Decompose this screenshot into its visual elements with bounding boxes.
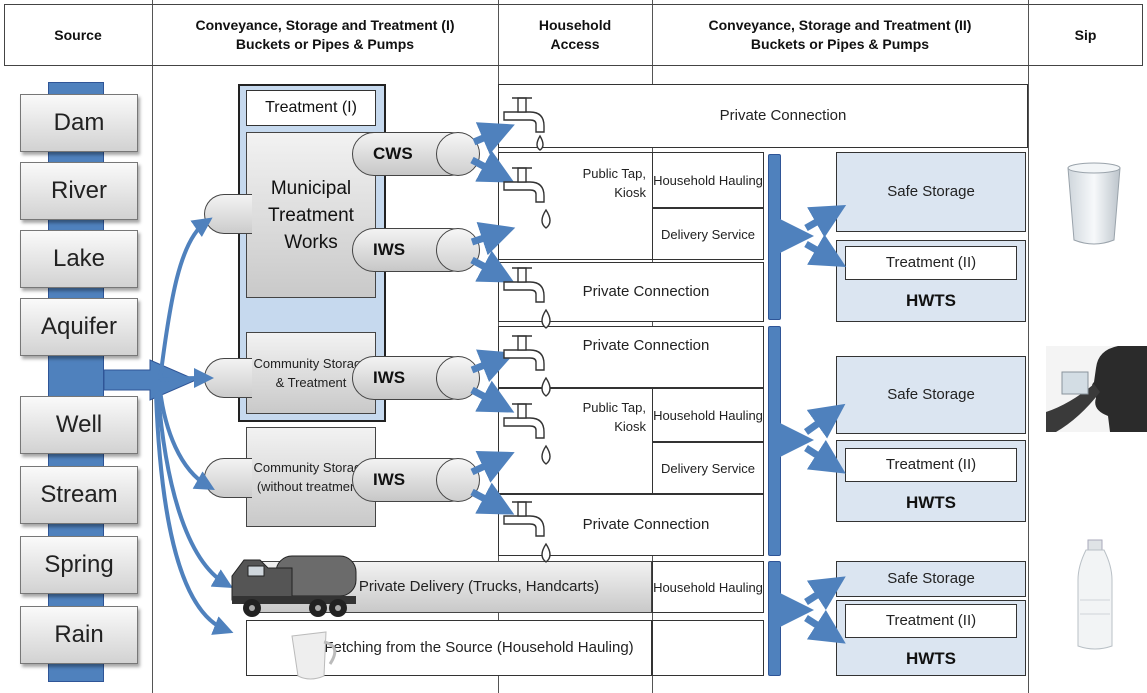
faucet-icon (503, 97, 551, 563)
private-connection-top: Private Connection (498, 84, 1028, 148)
safe-storage: Safe Storage (836, 356, 1026, 434)
column-divider (1028, 0, 1029, 693)
public-tap-label: Public Tap, Kiosk (582, 400, 646, 434)
source-rain: Rain (20, 606, 138, 664)
header-row (4, 4, 1143, 66)
hwts-label: HWTS (905, 291, 957, 310)
cws-pipe-cap (436, 132, 480, 176)
safe-storage: Safe Storage (836, 152, 1026, 232)
person-drinking-icon (1046, 346, 1147, 432)
source-flow-arrows (154, 217, 234, 635)
truck-icon (231, 555, 357, 617)
hwts-label: HWTS (905, 493, 957, 512)
source-river: River (20, 162, 138, 220)
source-aquifer: Aquifer (20, 298, 138, 356)
safe-storage: Safe Storage (836, 561, 1026, 597)
header-sip: Sip (1074, 26, 1097, 43)
source-stream: Stream (20, 466, 138, 524)
source-spring: Spring (20, 536, 138, 594)
main-flow-arrow (103, 359, 198, 401)
hwts-label: HWTS (905, 649, 957, 668)
treatment-1-label: Treatment (I) (246, 90, 376, 126)
household-hauling: Household Hauling (652, 152, 764, 208)
delivery-service: Delivery Service (652, 442, 764, 494)
household-hauling: Household Hauling (652, 388, 764, 442)
fetch-access-box (652, 620, 764, 676)
iws-pipe-cap (436, 356, 480, 400)
treatment-2-label: Treatment (II) (845, 448, 1017, 482)
private-connection: Private Connection (498, 326, 764, 388)
water-bottle-icon (1077, 539, 1113, 650)
public-tap-label: Public Tap, Kiosk (582, 166, 646, 200)
treatment-2-label: Treatment (II) (845, 246, 1017, 280)
header-conveyance-2: Conveyance, Storage and Treatment (II)Bu… (708, 17, 972, 52)
header-source: Source (54, 26, 102, 43)
delivery-service: Delivery Service (652, 208, 764, 260)
source-well: Well (20, 396, 138, 454)
treatment-2-label: Treatment (II) (845, 604, 1017, 638)
household-hauling: Household Hauling (652, 561, 764, 613)
water-glass-icon (1067, 162, 1121, 245)
jug-icon (291, 631, 337, 680)
stage2-arrows (779, 205, 847, 644)
header-conveyance-1: Conveyance, Storage and Treatment (I)Buc… (195, 17, 455, 52)
pipe-outlet-arrows (470, 122, 516, 515)
source-lake: Lake (20, 230, 138, 288)
source-dam: Dam (20, 94, 138, 152)
column-divider (152, 0, 153, 693)
